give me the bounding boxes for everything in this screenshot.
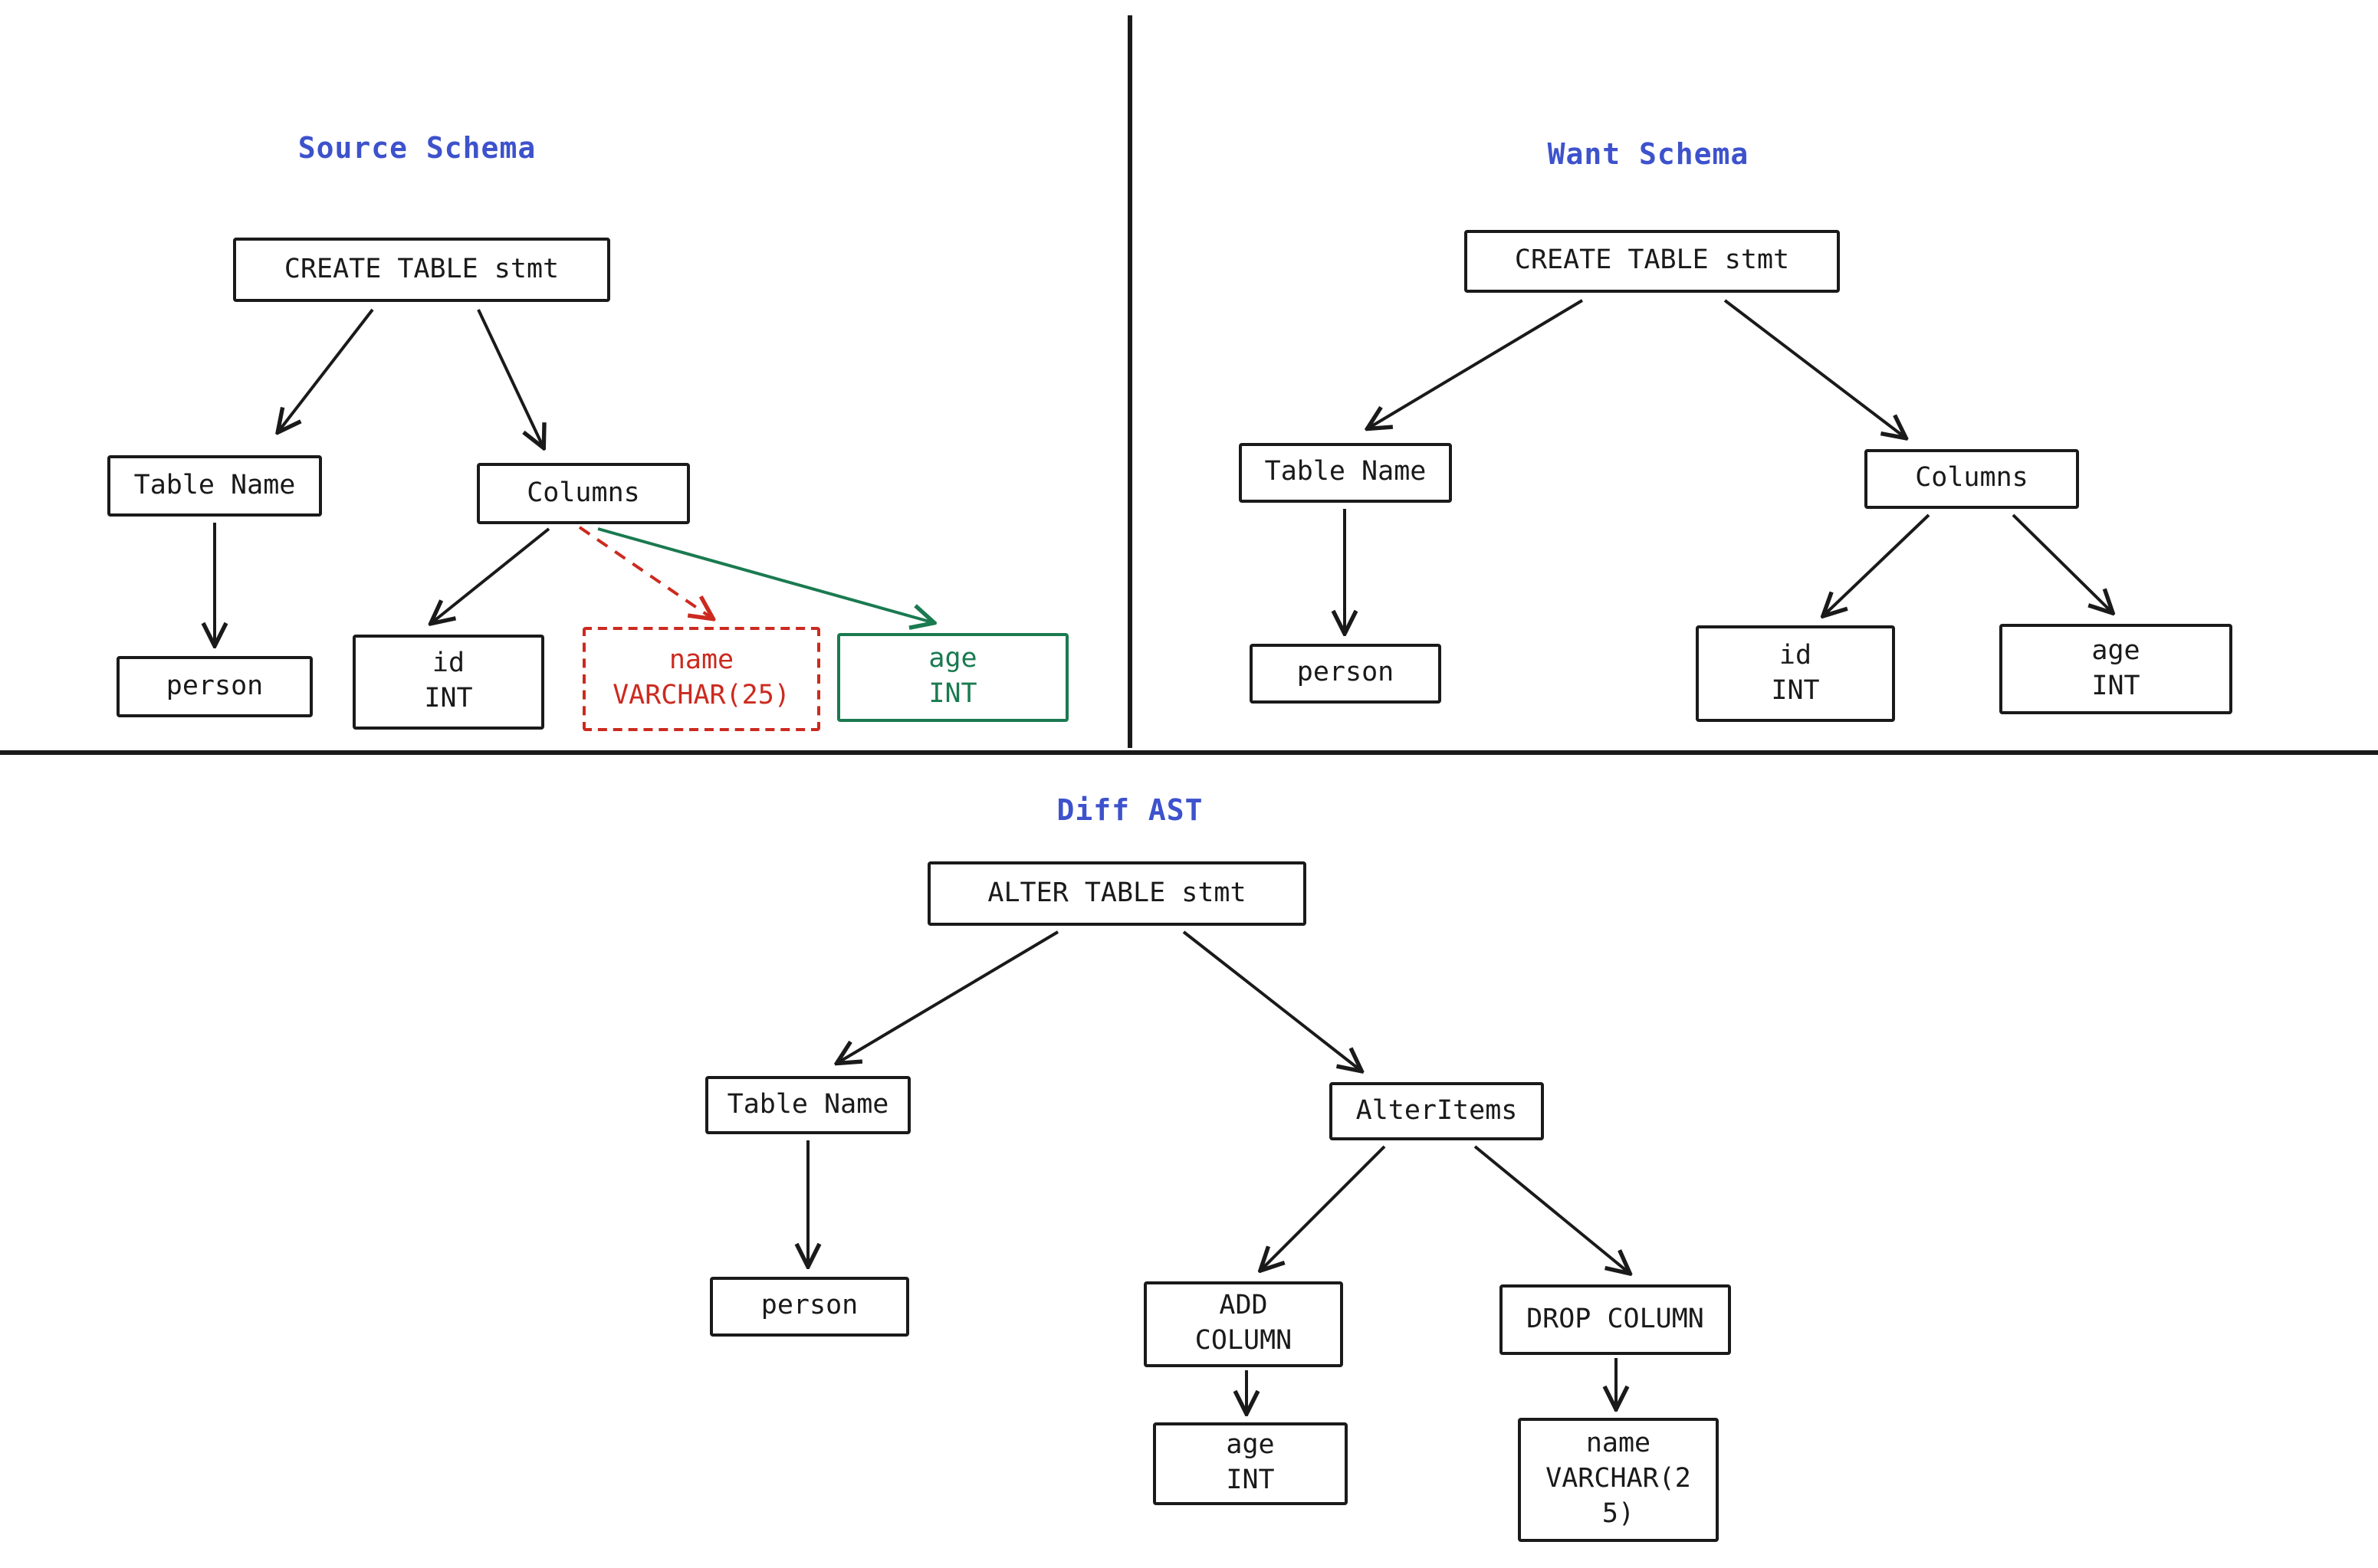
edge-source-create-to-columns — [477, 309, 543, 446]
node-want-columns: Columns — [1864, 449, 2079, 509]
edge-source-columns-to-id — [432, 527, 550, 622]
edge-diff-alter-to-alteritems — [1182, 930, 1360, 1070]
source-schema-title: Source Schema — [297, 132, 537, 166]
node-want-person: person — [1250, 644, 1441, 704]
node-source-person: person — [117, 656, 313, 717]
node-diff-person: person — [710, 1277, 909, 1337]
edge-source-create-to-tablename — [279, 308, 374, 431]
node-want-table-name: Table Name — [1239, 443, 1452, 503]
node-source-columns: Columns — [477, 463, 690, 524]
node-source-id-int: id INT — [353, 635, 544, 730]
edge-want-create-to-columns — [1723, 299, 1904, 437]
node-diff-add-column: ADD COLUMN — [1144, 1281, 1343, 1367]
node-diff-table-name: Table Name — [705, 1076, 911, 1134]
node-source-create-table-stmt: CREATE TABLE stmt — [233, 238, 610, 302]
node-source-age-int-added: age INT — [837, 633, 1069, 722]
edge-want-columns-to-id — [1825, 513, 1930, 615]
edge-want-create-to-tablename — [1369, 299, 1584, 428]
edge-source-columns-to-name-removed — [578, 526, 711, 618]
edge-diff-alteritems-to-dropcolumn — [1473, 1145, 1628, 1272]
node-source-name-varchar-removed: name VARCHAR(25) — [583, 627, 820, 731]
node-want-age-int: age INT — [1999, 624, 2232, 714]
edge-diff-alteritems-to-addcolumn — [1262, 1145, 1386, 1269]
node-diff-age-int: age INT — [1153, 1422, 1348, 1505]
node-diff-name-varchar: name VARCHAR(2 5) — [1518, 1418, 1719, 1542]
edge-source-columns-to-age-added — [597, 527, 932, 622]
edge-diff-alter-to-tablename — [839, 930, 1059, 1062]
node-diff-alteritems: AlterItems — [1329, 1082, 1544, 1140]
diff-ast-title: Diff AST — [1056, 794, 1204, 828]
node-source-table-name: Table Name — [107, 455, 322, 517]
node-want-id-int: id INT — [1696, 625, 1895, 722]
edge-want-columns-to-age — [2012, 513, 2111, 612]
node-diff-drop-column: DROP COLUMN — [1499, 1284, 1731, 1355]
node-want-create-table-stmt: CREATE TABLE stmt — [1464, 230, 1840, 293]
node-diff-alter-table-stmt: ALTER TABLE stmt — [928, 861, 1306, 926]
want-schema-title: Want Schema — [1547, 138, 1749, 172]
